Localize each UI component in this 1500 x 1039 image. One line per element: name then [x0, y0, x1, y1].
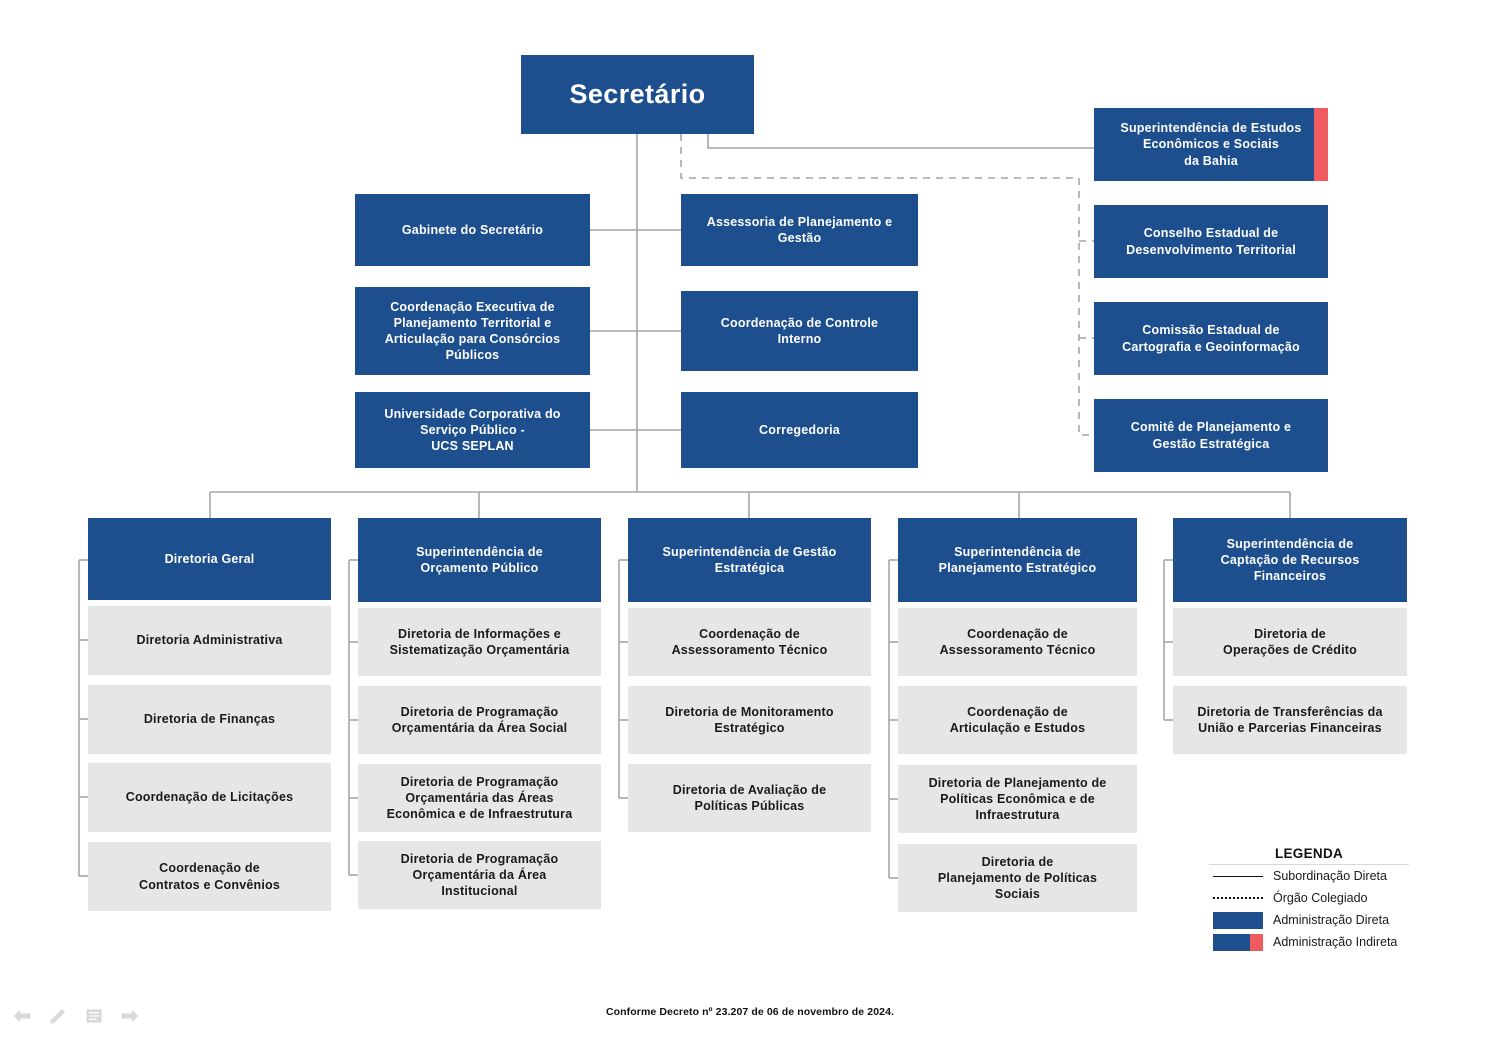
- node-label: Coordenação de Contratos e Convênios: [138, 861, 281, 892]
- node-label: Diretoria de Programação Orçamentária da…: [400, 851, 559, 899]
- node-secretario[interactable]: Secretário: [521, 55, 754, 134]
- node-label: Diretoria de Avaliação de Políticas Públ…: [672, 782, 827, 813]
- legend-item-orgao-colegiado: Órgão Colegiado: [1209, 887, 1409, 909]
- list-icon[interactable]: [84, 1006, 104, 1026]
- node-diretoria-de-programacao-orcamentaria-area-social[interactable]: Diretoria de Programação Orçamentária da…: [358, 686, 601, 754]
- legend-item-subordinacao-direta: Subordinação Direta: [1209, 865, 1409, 887]
- node-label: Coordenação Executiva de Planejamento Te…: [384, 299, 561, 363]
- node-assessoria-de-planejamento-e-gestao[interactable]: Assessoria de Planejamento e Gestão: [681, 194, 918, 266]
- node-label: Superintendência de Gestão Estratégica: [662, 544, 837, 575]
- node-label: Comitê de Planejamento e Gestão Estratég…: [1130, 420, 1292, 451]
- node-label: Diretoria de Informações e Sistematizaçã…: [389, 626, 570, 657]
- node-comite-de-planejamento-e-gestao-estrategica[interactable]: Comitê de Planejamento e Gestão Estratég…: [1094, 399, 1328, 472]
- node-coordenacao-de-contratos-e-convenios[interactable]: Coordenação de Contratos e Convênios: [88, 842, 331, 911]
- node-superintendencia-de-estudos-economicos-e-sociais-da-bahia[interactable]: Superintendência de Estudos Econômicos e…: [1094, 108, 1328, 181]
- legend-item-label: Administração Indireta: [1273, 935, 1398, 949]
- node-diretoria-geral[interactable]: Diretoria Geral: [88, 518, 331, 600]
- node-label: Superintendência de Estudos Econômicos e…: [1120, 121, 1302, 168]
- dotted-line-icon: [1209, 897, 1267, 899]
- node-coordenacao-de-licitacoes[interactable]: Coordenação de Licitações: [88, 763, 331, 832]
- node-label: Conselho Estadual de Desenvolvimento Ter…: [1126, 226, 1296, 257]
- node-diretoria-de-planejamento-de-politicas-sociais[interactable]: Diretoria de Planejamento de Políticas S…: [898, 844, 1137, 912]
- node-superintendencia-de-gestao-estrategica[interactable]: Superintendência de Gestão Estratégica: [628, 518, 871, 602]
- node-label: Diretoria de Programação Orçamentária da…: [391, 704, 568, 735]
- node-diretoria-de-avaliacao-de-politicas-publicas[interactable]: Diretoria de Avaliação de Políticas Públ…: [628, 764, 871, 832]
- legend-item-administracao-direta: Administração Direta: [1209, 909, 1409, 931]
- node-label: Diretoria de Programação Orçamentária da…: [386, 774, 573, 822]
- node-diretoria-de-programacao-orcamentaria-area-institucional[interactable]: Diretoria de Programação Orçamentária da…: [358, 841, 601, 909]
- legend-item-label: Subordinação Direta: [1273, 869, 1387, 883]
- node-label: Coordenação de Assessoramento Técnico: [671, 626, 828, 657]
- legend-item-administracao-indireta: Administração Indireta: [1209, 931, 1409, 953]
- node-label: Diretoria de Planejamento de Políticas S…: [937, 854, 1098, 902]
- node-diretoria-de-operacoes-de-credito[interactable]: Diretoria de Operações de Crédito: [1173, 608, 1407, 676]
- node-diretoria-de-programacao-orcamentaria-areas-economica-infraestrutura[interactable]: Diretoria de Programação Orçamentária da…: [358, 764, 601, 832]
- node-coordenacao-de-controle-interno[interactable]: Coordenação de Controle Interno: [681, 291, 918, 371]
- node-label: Coordenação de Assessoramento Técnico: [939, 626, 1096, 657]
- node-superintendencia-de-orcamento-publico[interactable]: Superintendência de Orçamento Público: [358, 518, 601, 602]
- node-coordenacao-de-assessoramento-tecnico-planejamento[interactable]: Coordenação de Assessoramento Técnico: [898, 608, 1137, 676]
- legend-item-label: Administração Direta: [1273, 913, 1390, 927]
- node-diretoria-de-transferencias-da-uniao-e-parcerias-financeiras[interactable]: Diretoria de Transferências da União e P…: [1173, 686, 1407, 754]
- back-arrow-icon[interactable]: [12, 1006, 32, 1026]
- node-diretoria-de-informacoes-e-sistematizacao-orcamentaria[interactable]: Diretoria de Informações e Sistematizaçã…: [358, 608, 601, 676]
- node-label: Comissão Estadual de Cartografia e Geoin…: [1122, 323, 1300, 354]
- toolbar: [12, 1006, 140, 1026]
- indirect-administration-stripe: [1314, 108, 1328, 181]
- node-label: Diretoria de Finanças: [143, 712, 276, 727]
- node-coordenacao-de-articulacao-e-estudos[interactable]: Coordenação de Articulação e Estudos: [898, 686, 1137, 754]
- blue-red-swatch-icon: [1209, 933, 1267, 951]
- node-label: Corregedoria: [759, 422, 840, 437]
- node-label: Diretoria de Operações de Crédito: [1223, 626, 1357, 657]
- node-superintendencia-de-captacao-de-recursos-financeiros[interactable]: Superintendência de Captação de Recursos…: [1173, 518, 1407, 602]
- node-conselho-estadual-de-desenvolvimento-territorial[interactable]: Conselho Estadual de Desenvolvimento Ter…: [1094, 205, 1328, 278]
- node-label: Diretoria Geral: [164, 551, 255, 566]
- pencil-icon[interactable]: [48, 1006, 68, 1026]
- footnote: Conforme Decreto nº 23.207 de 06 de nove…: [605, 1006, 895, 1018]
- node-diretoria-de-monitoramento-estrategico[interactable]: Diretoria de Monitoramento Estratégico: [628, 686, 871, 754]
- node-label: Diretoria Administrativa: [136, 633, 283, 648]
- node-superintendencia-de-planejamento-estrategico[interactable]: Superintendência de Planejamento Estraté…: [898, 518, 1137, 602]
- node-label: Diretoria de Planejamento de Políticas E…: [928, 775, 1107, 823]
- node-label: Secretário: [569, 78, 706, 109]
- node-diretoria-administrativa[interactable]: Diretoria Administrativa: [88, 606, 331, 675]
- forward-arrow-icon[interactable]: [120, 1006, 140, 1026]
- node-label: Diretoria de Transferências da União e P…: [1197, 704, 1383, 735]
- node-corregedoria[interactable]: Corregedoria: [681, 392, 918, 468]
- node-label: Assessoria de Planejamento e Gestão: [706, 214, 893, 245]
- node-label: Superintendência de Planejamento Estraté…: [938, 544, 1097, 575]
- node-diretoria-de-planejamento-politicas-economica-infraestrutura[interactable]: Diretoria de Planejamento de Políticas E…: [898, 765, 1137, 833]
- node-coordenacao-de-assessoramento-tecnico-gestao[interactable]: Coordenação de Assessoramento Técnico: [628, 608, 871, 676]
- legend-item-label: Órgão Colegiado: [1273, 891, 1368, 905]
- node-label: Universidade Corporativa do Serviço Públ…: [384, 406, 561, 454]
- node-label: Superintendência de Orçamento Público: [416, 544, 543, 575]
- node-label: Coordenação de Articulação e Estudos: [949, 704, 1086, 735]
- legend-title: LEGENDA: [1209, 846, 1409, 865]
- node-universidade-corporativa-ucs-seplan[interactable]: Universidade Corporativa do Serviço Públ…: [355, 392, 590, 468]
- node-label: Coordenação de Licitações: [125, 790, 294, 805]
- node-label: Diretoria de Monitoramento Estratégico: [665, 704, 834, 735]
- node-label: Gabinete do Secretário: [401, 222, 544, 237]
- node-gabinete-do-secretario[interactable]: Gabinete do Secretário: [355, 194, 590, 266]
- legend: LEGENDA Subordinação Direta Órgão Colegi…: [1209, 846, 1409, 953]
- node-label: Coordenação de Controle Interno: [720, 315, 879, 346]
- node-coordenacao-executiva-planejamento-territorial[interactable]: Coordenação Executiva de Planejamento Te…: [355, 287, 590, 375]
- node-diretoria-de-financas[interactable]: Diretoria de Finanças: [88, 685, 331, 754]
- node-label: Superintendência de Captação de Recursos…: [1220, 536, 1360, 584]
- blue-swatch-icon: [1209, 911, 1267, 929]
- solid-line-icon: [1209, 875, 1267, 877]
- node-comissao-estadual-de-cartografia-e-geoinformacao[interactable]: Comissão Estadual de Cartografia e Geoin…: [1094, 302, 1328, 375]
